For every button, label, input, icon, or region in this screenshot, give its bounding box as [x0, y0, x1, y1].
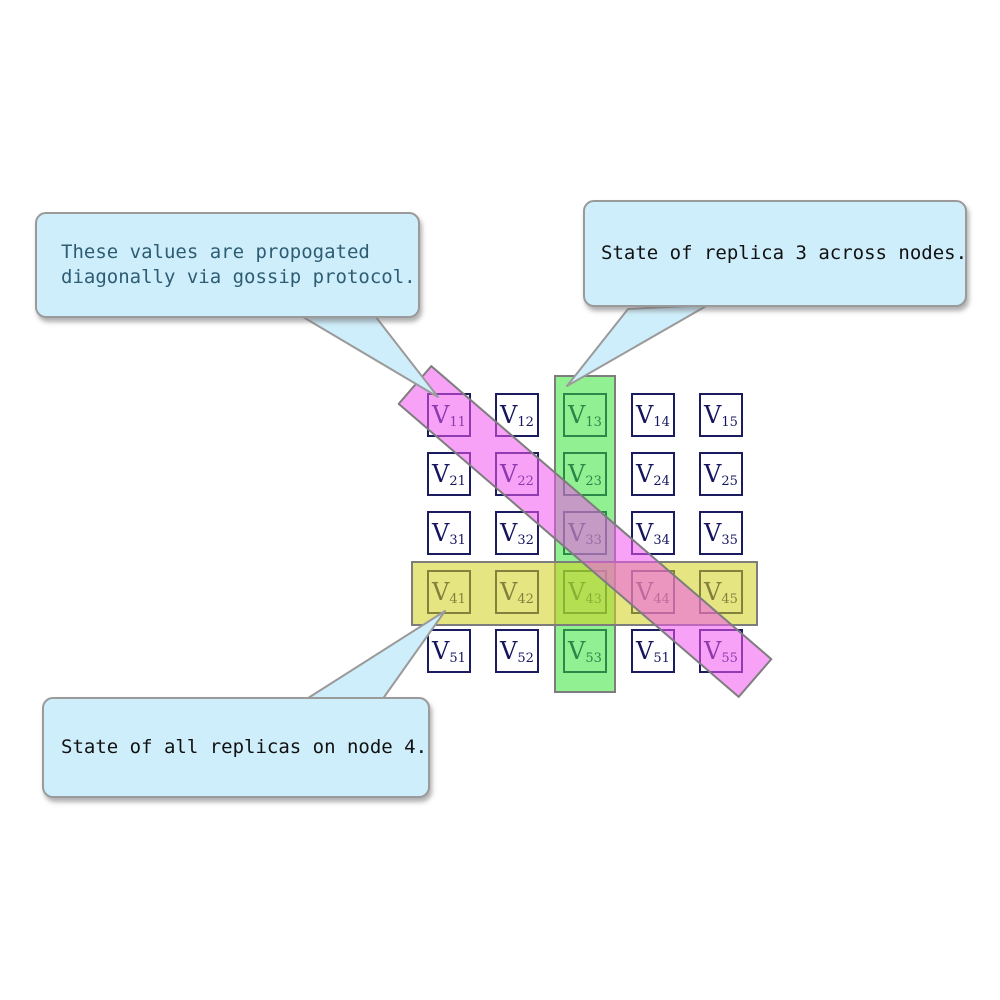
cell-base-label: V	[704, 460, 722, 488]
callout-replica3-pointer	[566, 304, 709, 387]
cell-subscript: 32	[517, 532, 534, 548]
cell-subscript: 34	[653, 532, 670, 548]
cell-base-label: V	[704, 401, 722, 429]
callout-replica3-text: State of replica 3 across nodes.	[601, 242, 968, 264]
cell-subscript: 14	[653, 414, 670, 430]
cell-base-label: V	[432, 460, 450, 488]
cell-subscript: 24	[653, 473, 670, 489]
callout-replica3: State of replica 3 across nodes.	[583, 200, 967, 307]
callout-gossip-pointer	[297, 311, 439, 398]
cell-subscript: 31	[449, 532, 466, 548]
cell-subscript: 15	[721, 414, 738, 430]
gossip-diagonal-highlight	[397, 365, 773, 698]
cell-base-label: V	[636, 401, 654, 429]
cell-subscript: 51	[653, 650, 670, 666]
cell-base-label: V	[636, 460, 654, 488]
cell-base-label: V	[500, 401, 518, 429]
callout-gossip-line2: diagonally via gossip protocol.	[61, 266, 416, 288]
cell-base-label: V	[432, 519, 450, 547]
cell-subscript: 12	[517, 414, 534, 430]
cell-subscript: 25	[721, 473, 738, 489]
callout-node4-text: State of all replicas on node 4.	[61, 736, 428, 758]
cell-subscript: 21	[449, 473, 466, 489]
cell-base-label: V	[500, 637, 518, 665]
cell-subscript: 52	[517, 650, 534, 666]
callout-gossip: These values are propogated diagonally v…	[35, 212, 420, 318]
cell-base-label: V	[636, 637, 654, 665]
cell-subscript: 51	[449, 650, 466, 666]
callout-gossip-line1: These values are propogated	[61, 241, 370, 263]
callout-node4: State of all replicas on node 4.	[42, 697, 430, 798]
cell-subscript: 35	[721, 532, 738, 548]
cell-base-label: V	[432, 637, 450, 665]
cell-base-label: V	[704, 519, 722, 547]
cell-base-label: V	[636, 519, 654, 547]
cell-base-label: V	[500, 519, 518, 547]
callout-node4-pointer	[304, 610, 446, 701]
